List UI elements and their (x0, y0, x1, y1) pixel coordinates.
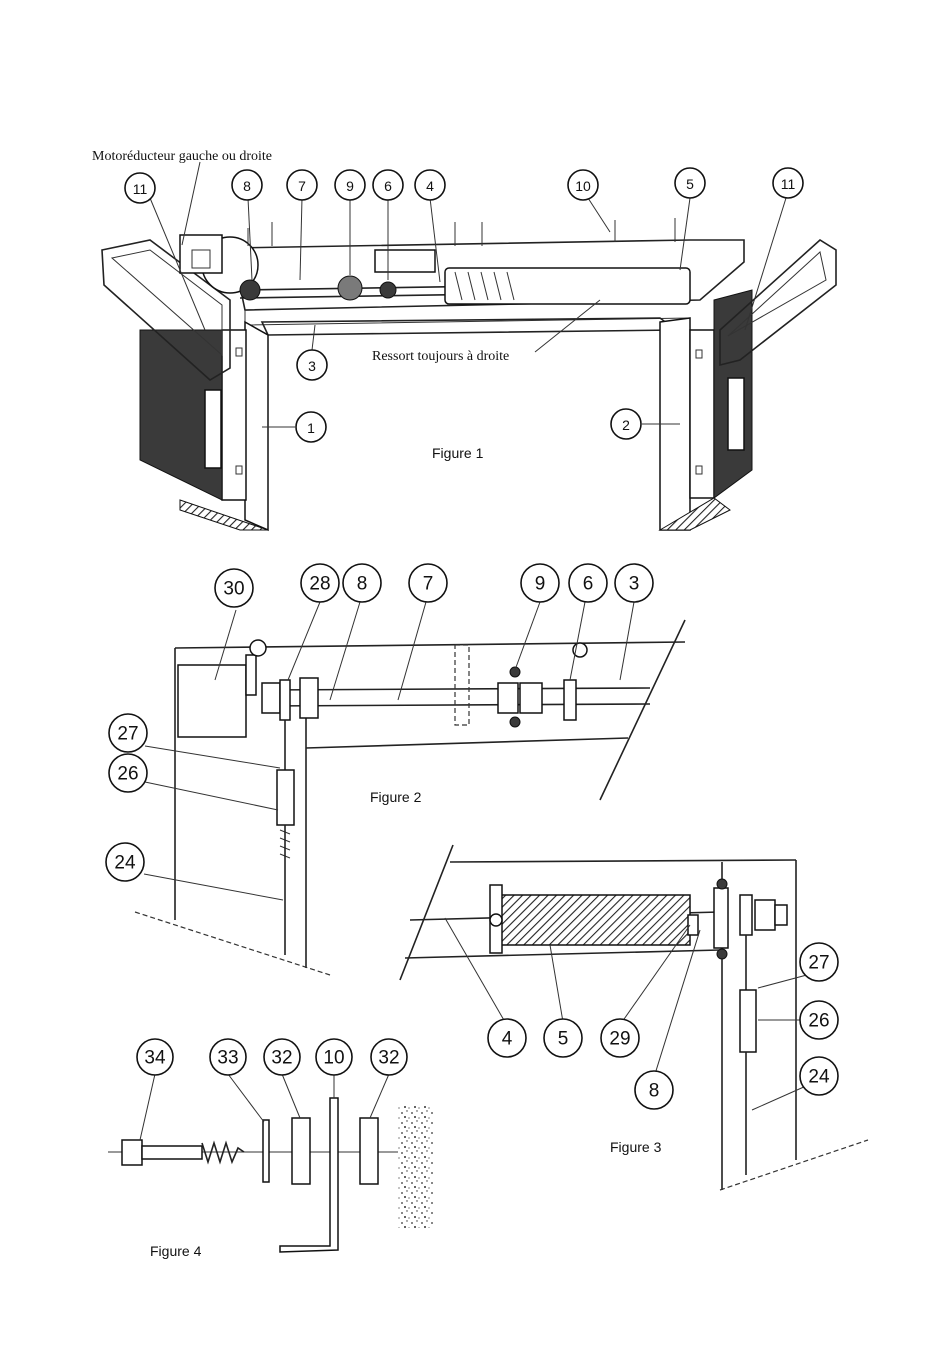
figure2-callout-7: 7 (409, 564, 447, 602)
figure1-callout-7: 7 (287, 170, 317, 200)
figure4-callout-32: 32 (371, 1039, 407, 1075)
callout-number: 4 (426, 178, 434, 194)
callout-number: 10 (575, 178, 591, 194)
figure1-callout-4: 4 (415, 170, 445, 200)
figure-1 (102, 162, 836, 530)
callout-number: 33 (217, 1048, 238, 1069)
figure2-callout-26: 26 (109, 754, 147, 792)
callout-number: 30 (223, 579, 244, 600)
figure-4-caption: Figure 4 (150, 1243, 202, 1259)
figure-2-caption: Figure 2 (370, 789, 422, 805)
callout-number: 11 (781, 176, 796, 192)
callout-number: 27 (117, 724, 138, 745)
figure3-callout-8: 8 (635, 1071, 673, 1109)
figure1-callout-6: 6 (373, 170, 403, 200)
callout-number: 5 (686, 176, 694, 192)
figure1-callout-11: 11 (125, 173, 155, 203)
motor-note: Motoréducteur gauche ou droite (92, 149, 272, 164)
callout-number: 32 (271, 1048, 292, 1069)
figure3-callout-27: 27 (800, 943, 838, 981)
figure1-callout-2: 2 (611, 409, 641, 439)
figure4-callout-32: 32 (264, 1039, 300, 1075)
figure4-callout-10: 10 (316, 1039, 352, 1075)
figure1-callout-3: 3 (297, 350, 327, 380)
callout-number: 5 (558, 1029, 569, 1050)
figure2-callout-30: 30 (215, 569, 253, 607)
figure3-callout-24: 24 (800, 1057, 838, 1095)
callout-number: 9 (535, 574, 546, 595)
figure1-callout-11: 11 (773, 168, 803, 198)
callout-number: 1 (307, 420, 315, 436)
callout-number: 2 (622, 417, 630, 433)
figure-3-caption: Figure 3 (610, 1139, 662, 1155)
callout-number: 24 (808, 1067, 830, 1088)
figure1-callout-9: 9 (335, 170, 365, 200)
callout-number: 7 (298, 178, 306, 194)
callout-number: 34 (144, 1048, 166, 1069)
callout-number: 6 (384, 178, 392, 194)
figure3-callout-26: 26 (800, 1001, 838, 1039)
figure2-callout-28: 28 (301, 564, 339, 602)
callout-number: 32 (378, 1048, 399, 1069)
callout-number: 8 (243, 178, 251, 194)
figure-4 (108, 1074, 434, 1252)
figure3-callout-29: 29 (601, 1019, 639, 1057)
callout-number: 10 (323, 1048, 344, 1069)
figure1-callout-10: 10 (568, 170, 598, 200)
callout-number: 27 (808, 953, 829, 974)
callout-number: 9 (346, 178, 354, 194)
figure4-callout-34: 34 (137, 1039, 173, 1075)
spring-note: Ressort toujours à droite (372, 349, 509, 364)
callout-number: 4 (502, 1029, 513, 1050)
callout-number: 8 (649, 1081, 660, 1102)
figure2-callout-27: 27 (109, 714, 147, 752)
callout-number: 26 (117, 764, 138, 785)
figure2-callout-6: 6 (569, 564, 607, 602)
callout-number: 24 (114, 853, 136, 874)
callout-number: 3 (629, 574, 640, 595)
callout-number: 11 (133, 181, 148, 197)
figure3-callout-4: 4 (488, 1019, 526, 1057)
callout-number: 29 (609, 1029, 630, 1050)
figure2-callout-8: 8 (343, 564, 381, 602)
figure1-callout-8: 8 (232, 170, 262, 200)
callout-number: 26 (808, 1011, 829, 1032)
figure2-callout-3: 3 (615, 564, 653, 602)
callout-number: 7 (423, 574, 434, 595)
callout-number: 6 (583, 574, 594, 595)
figure-1-caption: Figure 1 (432, 445, 484, 461)
figure1-callout-5: 5 (675, 168, 705, 198)
callout-number: 28 (309, 574, 330, 595)
callout-number: 8 (357, 574, 368, 595)
figure2-callout-9: 9 (521, 564, 559, 602)
callout-number: 3 (308, 358, 316, 374)
figure4-callout-33: 33 (210, 1039, 246, 1075)
figure1-callout-1: 1 (296, 412, 326, 442)
figure2-callout-24: 24 (106, 843, 144, 881)
figure3-callout-5: 5 (544, 1019, 582, 1057)
